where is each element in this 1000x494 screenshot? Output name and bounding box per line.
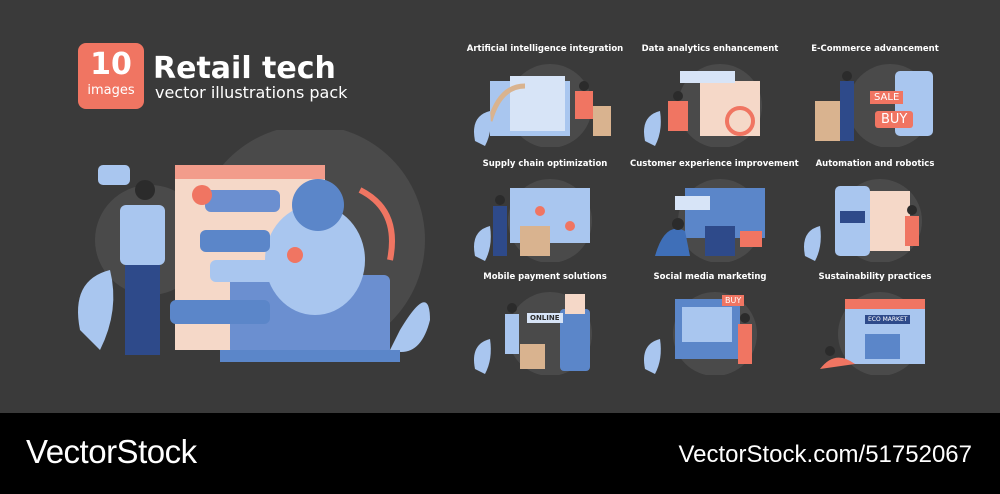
card-title: Artificial intelligence integration	[466, 44, 624, 54]
buy-label: BUY	[722, 295, 745, 306]
card-customer-experience: Customer experience improvement	[630, 158, 799, 266]
social-media-illustration: BUY	[630, 289, 790, 375]
analytics-illustration	[644, 64, 762, 148]
card-ai-integration: Artificial intelligence integration	[465, 43, 625, 151]
card-title: Automation and robotics	[815, 159, 935, 169]
mobile-payment-illustration: ONLINE	[465, 289, 625, 375]
card-title: Customer experience improvement	[630, 159, 799, 169]
page-title: Retail tech	[153, 51, 336, 86]
count-number: 10	[90, 47, 132, 82]
eco-market-label: ECO MARKET	[865, 315, 911, 324]
card-automation: Automation and robotics	[795, 158, 955, 266]
page-subtitle: vector illustrations pack	[155, 83, 348, 102]
card-title: Social media marketing	[653, 272, 767, 282]
sale-label: SALE	[870, 91, 904, 104]
hero-illustration	[78, 130, 430, 362]
card-title: E-Commerce advancement	[811, 44, 939, 54]
card-ecommerce: E-Commerce advancement SALE BUY	[795, 43, 955, 147]
card-title: Data analytics enhancement	[641, 44, 779, 54]
card-supply-chain: Supply chain optimization	[465, 158, 625, 266]
card-data-analytics: Data analytics enhancement	[630, 43, 790, 151]
supply-chain-illustration	[474, 179, 592, 263]
card-title: Sustainability practices	[818, 272, 932, 282]
online-label: ONLINE	[527, 313, 563, 323]
card-title: Supply chain optimization	[482, 159, 608, 169]
sustainability-illustration: ECO MARKET	[795, 289, 955, 375]
count-badge: 10 images	[78, 43, 144, 109]
card-sustainability: Sustainability practices ECO MARKET	[795, 271, 955, 375]
automation-illustration	[804, 179, 922, 263]
image-url: VectorStock.com/51752067	[678, 441, 972, 468]
ecommerce-illustration: SALE BUY	[795, 61, 955, 147]
card-social-media: Social media marketing BUY	[630, 271, 790, 375]
buy-label: BUY	[875, 111, 914, 128]
count-label: images	[87, 83, 135, 98]
watermark-footer: VectorStock VectorStock.com/51752067	[0, 413, 1000, 494]
card-title: Mobile payment solutions	[483, 272, 607, 282]
customer-experience-illustration	[655, 179, 765, 263]
ai-illustration	[474, 64, 611, 148]
vectorstock-logo: VectorStock	[26, 433, 197, 470]
card-mobile-payment: Mobile payment solutions ONLINE	[465, 271, 625, 375]
